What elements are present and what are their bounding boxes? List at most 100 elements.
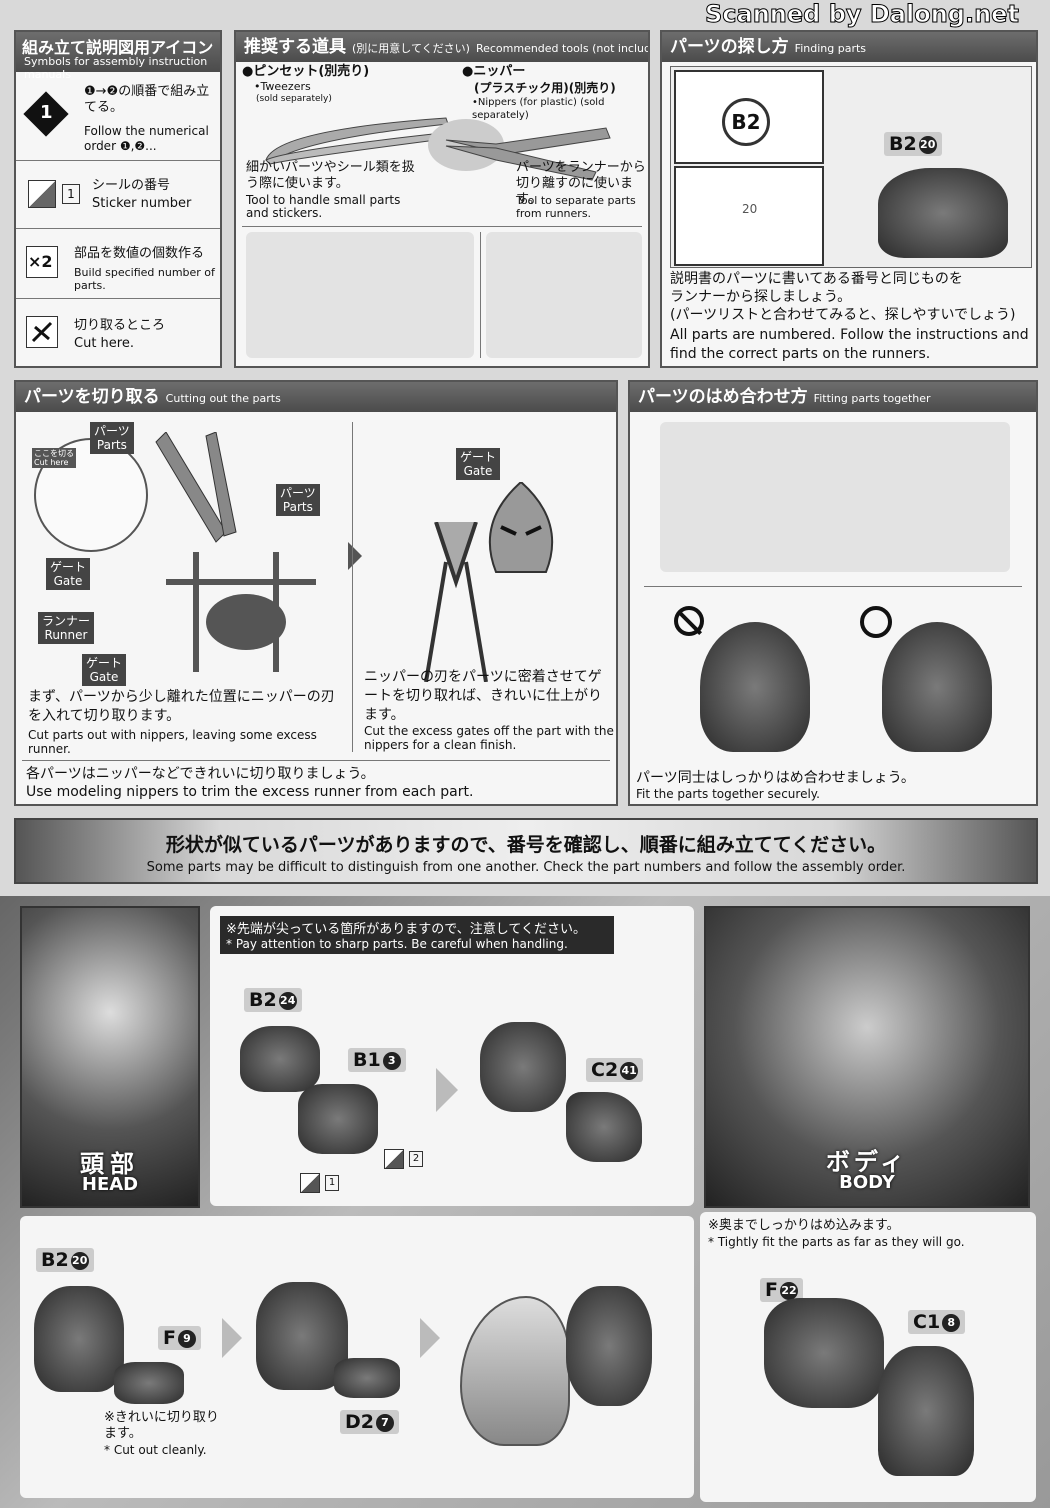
nippers-icon [428,119,611,181]
runner-20-label: 20 [742,202,758,216]
head-title-en: HEAD [81,1174,139,1195]
part-f-9-illustration [114,1362,184,1404]
head-section: 頭部 HEAD [20,906,200,1208]
cutting-left-ja: まず、パーツから少し離れた位置にニッパーの刃を入れて切り取ります。 [28,689,335,724]
warning-ja: ※先端が尖っている箇所がありますので、注意してください。 [226,922,586,937]
correct-fit-illustration [882,622,992,752]
finding-title-en: Finding parts [794,42,867,55]
icon-row-4-ja: 切り取るところ [74,318,166,333]
incorrect-icon [674,606,704,636]
icons-panel-title: 組み立て説明図用アイコン [22,38,214,57]
icon-row-2-en: Sticker number [92,196,192,211]
part-b2-20-illustration [34,1286,124,1392]
head-title-ja: 頭部 [80,1150,140,1178]
nippers-name: ●ニッパー [462,64,526,79]
part-d2-7-illustration [334,1358,400,1398]
part-f-22-illustration [764,1298,884,1408]
fitting-footer-en: Fit the parts together securely. [636,787,820,801]
multiply-icon [26,246,58,278]
icon-row-2-ja: シールの番号 [92,178,171,193]
fitting-title: パーツのはめ合わせ方 [638,387,808,407]
body-title-en: BODY [839,1172,895,1193]
part-b1-3-illustration [298,1084,378,1154]
icons-panel-subtitle: Symbols for assembly instruction manuals [24,55,208,81]
tools-title: 推奨する道具 [244,37,346,57]
cutting-footer-ja: 各パーツはニッパーなどできれいに切り取りましょう。 [26,766,375,782]
face-part-icon [488,482,554,573]
warning-en: * Pay attention to sharp parts. Be caref… [226,937,568,951]
fitting-hands-illustration [660,422,1010,572]
cut-here-icon [26,316,58,348]
cutting-right-ja: ニッパーの刃をパーツに密着させてゲートを切り取れば、きれいに仕上がります。 [364,669,602,723]
nippers-cutting-icon [155,432,316,672]
cutting-footer-en: Use modeling nippers to trim the excess … [26,784,474,800]
sticker-icon [28,180,56,208]
finding-desc-ja-1: 説明書のパーツに書いてある番号と同じものを [670,271,963,287]
multiply-badge: ×2 [28,252,53,271]
finding-desc-en: All parts are numbered. Follow the instr… [670,327,1029,362]
cutting-left-en: Cut parts out with nippers, leaving some… [28,728,317,756]
runner-b2-label: B2 [722,98,770,146]
finding-desc-ja-3: (パーツリストと合わせてみると、探しやすいでしょう) [670,307,1016,323]
fit-note-en: * Tightly fit the parts as far as they w… [708,1235,965,1249]
cutting-right-en: Cut the excess gates off the part with t… [364,724,614,752]
nippers-desc-en: Tool to separate parts from runners. [516,194,636,220]
sticker-number-badge: 1 [62,184,80,204]
icon-row-1-ja: ❶→❷の順番で組み立てる。 [84,84,210,115]
banner-ja: 形状が似ているパーツがありますので、番号を確認し、順番に組み立ててください。 [165,834,887,856]
fitting-title-en: Fitting parts together [813,392,931,405]
tweezers-sold: (sold separately) [256,94,332,104]
tweezers-desc-ja: 細かいパーツやシール類を扱う際に使います。 [246,160,415,191]
fit-note-ja: ※奥までしっかりはめ込みます。 [708,1218,900,1233]
fitting-footer-ja: パーツ同士はしっかりはめ合わせましょう。 [636,770,915,786]
step-arrow-icon-1 [436,1068,458,1112]
nippers-name-2: (プラスチック用)(別売り) [474,81,616,95]
cutting-title: パーツを切り取る [24,387,160,407]
banner-en: Some parts may be difficult to distingui… [146,860,906,875]
icon-row-3-en: Build specified number of parts. [74,266,215,292]
tweezers-name: ●ピンセット(別売り) [242,64,370,79]
nippers-usage-illustration [486,232,642,358]
tools-title-en: Recommended tools (not included) [475,42,648,55]
part-c2-41-illustration [566,1092,642,1162]
body-title-ja: ボディ [825,1148,909,1176]
finding-title: パーツの探し方 [670,37,789,57]
body-section: ボディ BODY [704,906,1030,1208]
head-inner-final-illustration [566,1286,652,1406]
assembled-head-back-illustration [480,1022,566,1112]
cut-note-ja: ※きれいに切り取ります。 [104,1410,219,1441]
fitting-panel: パーツのはめ合わせ方 Fitting parts together パーツ同士はし… [628,380,1038,806]
icon-row-3-ja: 部品を数値の個数作る [74,246,205,261]
warning-banner: 形状が似ているパーツがありますので、番号を確認し、順番に組み立ててください。 S… [14,818,1038,884]
nippers-en: •Nippers (for plastic) (sold separately) [472,97,605,121]
tools-panel: 推奨する道具(別に用意してください)Recommended tools (not… [234,30,650,368]
part-b2-24-illustration [240,1026,320,1092]
icons-panel: 組み立て説明図用アイコン Symbols for assembly instru… [14,30,222,368]
assembled-head-inner-illustration [256,1282,348,1390]
nippers-desc-ja: パーツをランナーから切り離すのに使います。 [516,160,646,207]
part-c1-8-illustration [878,1346,974,1476]
sharp-parts-warning: ※先端が尖っている箇所がありますので、注意してください。 * Pay atten… [220,916,614,954]
cut-note-en: * Cut out cleanly. [104,1443,207,1457]
tweezers-en: •Tweezers [254,80,311,93]
tweezers-desc-en: Tool to handle small parts and stickers. [246,193,401,220]
finding-desc-ja-2: ランナーから探しましょう。 [670,289,852,305]
step-number-badge: 1 [40,102,53,123]
sticker-2-marker: 2 [384,1148,424,1169]
watermark: Scanned by Dalong.net [705,0,1020,29]
correct-icon [860,606,892,638]
